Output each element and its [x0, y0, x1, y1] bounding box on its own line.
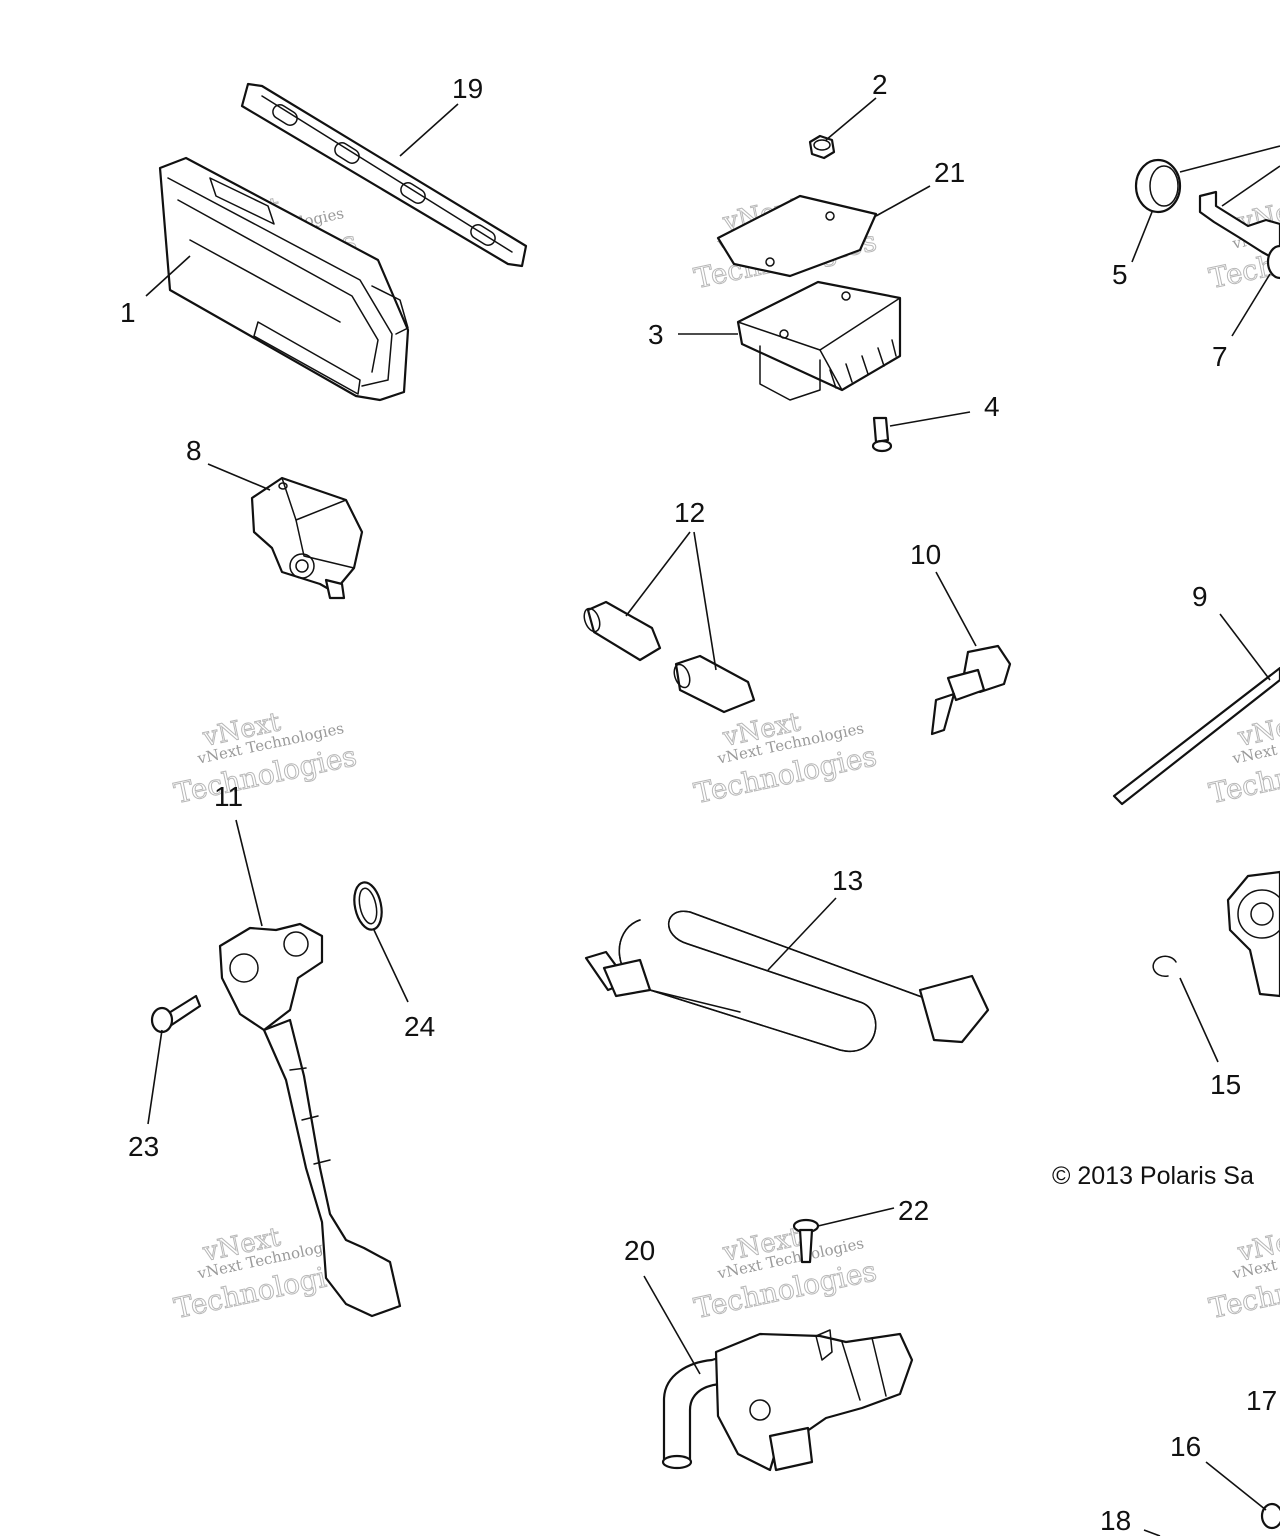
watermark-mid-left: vNext vNext Technologies Technologies [171, 707, 360, 811]
part-3-regulator [736, 280, 902, 401]
leader-7 [1231, 273, 1271, 337]
part-13-harness [584, 910, 990, 1053]
part-4-bolt [871, 416, 893, 453]
callout-15: 15 [1210, 1069, 1241, 1100]
part-7-clip [1198, 190, 1280, 280]
leader-23 [147, 1029, 163, 1125]
watermark-bottom-center: vNext vNext Technologies Technologies [691, 1222, 880, 1326]
part-12-caps [583, 600, 756, 714]
part-21-plate [716, 194, 878, 278]
callout-5: 5 [1112, 259, 1128, 290]
part-2-nut [808, 134, 836, 160]
leader-22 [817, 1207, 895, 1227]
callout-13: 13 [832, 865, 863, 896]
callout-16: 16 [1170, 1431, 1201, 1462]
part-10-temp-sensor [930, 644, 1012, 736]
callout-9: 9 [1192, 581, 1208, 612]
watermark-mid-center: vNext vNext Technologies Technologies [691, 707, 880, 811]
leader-13 [767, 897, 837, 971]
leader-5c [1221, 165, 1280, 207]
callout-23: 23 [128, 1131, 159, 1162]
callout-8: 8 [186, 435, 202, 466]
callout-18: 18 [1100, 1505, 1131, 1536]
part-11-throttle-sensor [218, 922, 402, 1318]
part-20-valve [661, 1329, 914, 1472]
leader-16 [1205, 1461, 1267, 1511]
leader-10 [935, 571, 977, 647]
part-15-clip [1152, 955, 1177, 978]
watermark-bottom-right: vNext vNext Technologies Technologies [1206, 1222, 1280, 1326]
part-24-oring [353, 881, 383, 931]
part-23-screw [150, 994, 202, 1034]
callout-12: 12 [674, 497, 705, 528]
part-19-bracket [240, 82, 528, 268]
leader-5b [1179, 145, 1280, 173]
part-5-grommet [1134, 158, 1182, 214]
callout-4: 4 [984, 391, 1000, 422]
callout-10: 10 [910, 539, 941, 570]
part-22-screw [792, 1218, 820, 1264]
callout-21: 21 [934, 157, 965, 188]
leader-12a [625, 531, 691, 617]
callout-20: 20 [624, 1235, 655, 1266]
leader-19 [399, 103, 459, 157]
callout-1: 1 [120, 297, 136, 328]
leader-15 [1179, 977, 1219, 1063]
callout-3: 3 [648, 319, 664, 350]
callout-7: 7 [1212, 341, 1228, 372]
leader-18 [1143, 1529, 1161, 1536]
leader-12b [693, 531, 717, 671]
callout-2: 2 [872, 69, 888, 100]
part-1-ecu [158, 156, 410, 402]
copyright-notice: © 2013 Polaris Sa [1052, 1162, 1254, 1190]
callout-17: 17 [1246, 1385, 1277, 1416]
callout-19: 19 [452, 73, 483, 104]
leader-2 [825, 97, 877, 141]
part-16-fitting [1260, 1502, 1280, 1530]
leader-24 [373, 929, 409, 1003]
part-8-sensor [250, 476, 364, 600]
callouts: 1 2 3 4 5 7 8 9 10 11 12 13 15 16 17 18 … [120, 69, 1277, 1536]
part-knock-sensor-partial [1226, 870, 1280, 998]
leader-5 [1131, 211, 1153, 263]
callout-22: 22 [898, 1195, 929, 1226]
leader-11 [235, 819, 263, 927]
leader-20 [643, 1275, 701, 1375]
part-9-rod [1112, 666, 1280, 806]
leader-1 [145, 255, 191, 297]
leader-21 [875, 185, 931, 217]
callout-24: 24 [404, 1011, 435, 1042]
leader-lines [145, 97, 1280, 1536]
leader-9 [1219, 613, 1271, 681]
leader-4 [889, 411, 971, 427]
callout-11: 11 [214, 781, 243, 812]
leader-8 [207, 463, 271, 491]
